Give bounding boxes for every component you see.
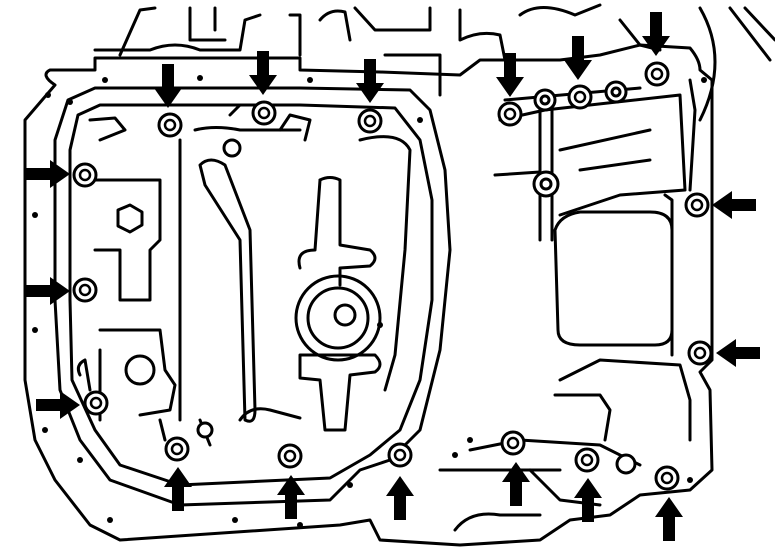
hex-bolt-icon bbox=[497, 101, 523, 127]
arrow-left-icon bbox=[712, 191, 756, 219]
arrow-right-icon bbox=[26, 277, 70, 305]
hex-bolt-icon bbox=[251, 100, 277, 126]
arrow-up-icon bbox=[655, 497, 683, 541]
hex-bolt-icon bbox=[387, 442, 413, 468]
pan-right-section bbox=[438, 78, 697, 532]
hex-bolt-icon bbox=[654, 465, 680, 491]
hex-bolt-icon bbox=[357, 108, 383, 134]
arrow-down-icon bbox=[154, 64, 182, 108]
pan-internal-structure bbox=[76, 103, 412, 447]
hex-bolt-icon bbox=[500, 430, 526, 456]
arrow-down-icon bbox=[356, 59, 384, 103]
arrow-right-icon bbox=[26, 160, 70, 188]
bolt-group bbox=[72, 61, 713, 491]
hex-bolt-icon bbox=[164, 436, 190, 462]
arrow-up-icon bbox=[386, 476, 414, 520]
hex-bolt-icon bbox=[72, 162, 98, 188]
hex-bolt-icon bbox=[157, 112, 183, 138]
arrow-right-icon bbox=[36, 391, 80, 419]
hex-bolt-icon bbox=[574, 447, 600, 473]
hex-bolt-icon bbox=[644, 61, 670, 87]
hex-bolt-icon bbox=[684, 192, 710, 218]
hex-bolt-icon bbox=[83, 390, 109, 416]
studs bbox=[196, 80, 637, 475]
arrow-down-icon bbox=[642, 12, 670, 56]
hex-bolt-icon bbox=[72, 277, 98, 303]
engine-block-background bbox=[93, 3, 775, 122]
arrow-left-icon bbox=[716, 339, 760, 367]
hex-bolt-icon bbox=[687, 340, 713, 366]
hex-bolt-icon bbox=[277, 443, 303, 469]
hex-bolt-icon bbox=[567, 84, 593, 110]
